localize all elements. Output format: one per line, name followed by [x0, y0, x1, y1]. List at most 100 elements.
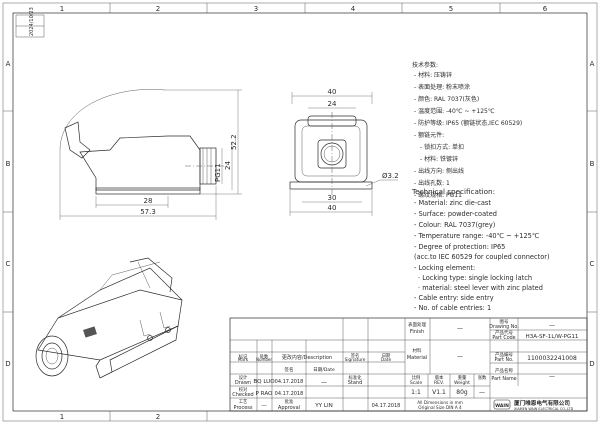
- tb-partno-cn: 产品编号: [495, 351, 513, 358]
- side-view: PG11 24 52.2 28 57.3: [59, 89, 242, 220]
- tb-company-cn: 厦门唯恩电气有限公司: [514, 399, 570, 407]
- tb-finish-en: Finish: [410, 329, 424, 335]
- tb-scale-val: 1:1: [411, 389, 421, 396]
- side-label-a-right: A: [590, 60, 595, 68]
- tb-material-en: Material: [407, 355, 427, 361]
- tb-hdr-date2: 日期/Date: [313, 367, 335, 373]
- side-label-b-right: B: [590, 160, 595, 168]
- tb-partname-cn: 产品名称: [495, 367, 513, 374]
- tb-drawn-name: BQ LUO: [253, 379, 275, 385]
- tb-hdr-sign2-cn: 签名: [284, 366, 293, 373]
- bottom-zone-label-2: 2: [156, 413, 160, 421]
- dim-pg11: PG11: [214, 163, 222, 182]
- tb-partcode-en: Part Code: [492, 335, 515, 341]
- dim-28: 28: [144, 197, 153, 205]
- tb-scale-cn: 比例: [412, 374, 421, 381]
- side-label-c: C: [6, 260, 11, 268]
- zone-label-6: 6: [543, 5, 548, 13]
- zone-label-1: 1: [60, 5, 64, 13]
- spec-en-line: - Locking element:: [414, 264, 475, 272]
- tb-hdr-mark-cn: 标记: [239, 353, 248, 360]
- spec-en-title: Technical specification:: [411, 187, 495, 196]
- spec-cn-line: - 额链元件:: [414, 131, 444, 139]
- tb-partno-en: Part No.: [495, 357, 514, 363]
- side-view-base: [95, 187, 201, 195]
- spec-cn: 技术参数: - 材料: 压铸锌 - 表面处理: 粉末喷涂 - 颜色: RAL 7…: [412, 61, 522, 199]
- tb-dim-note-2: Original Size DIN A 4: [418, 405, 462, 410]
- side-label-c-right: C: [590, 260, 595, 268]
- tb-checked-cn: 校对: [239, 386, 248, 393]
- spec-en-line: · Locking type: single locking latch: [418, 274, 532, 282]
- spec-cn-line: - 表面处理: 粉末喷涂: [414, 83, 470, 91]
- tb-checked-date: 04.17.2018: [275, 391, 304, 397]
- zone-label-3: 3: [254, 5, 258, 13]
- dim-57-3: 57.3: [140, 208, 156, 216]
- tb-hdr-qty-cn: 处数: [260, 353, 269, 360]
- tb-sheets-cn: 张数: [478, 374, 487, 381]
- tb-rev-val: V1.1: [432, 389, 446, 396]
- side-label-d-right: D: [589, 360, 594, 368]
- tb-sheets-val: —: [479, 389, 485, 396]
- tb-approval-date: 04.17.2018: [372, 403, 401, 409]
- tb-dim-note-1: All Dimensions in mm: [417, 400, 463, 405]
- tb-partno-val: 1100032241008: [527, 355, 577, 362]
- spec-cn-line: - 材料: 压铸锌: [414, 71, 452, 79]
- corner-stamp: 2024/10/23: [15, 7, 45, 38]
- spec-cn-line: - 螺纹规格: PG11: [414, 191, 462, 199]
- tb-stand-val: —: [321, 379, 327, 386]
- zone-label-5: 5: [449, 5, 453, 13]
- spec-cn-line: - 材料: 铁镀锌: [420, 155, 458, 163]
- spec-en-line: - Surface: powder-coated: [414, 210, 497, 218]
- side-view-body: [79, 135, 201, 191]
- tb-drawn-date: 04.17.2018: [275, 379, 304, 385]
- tb-partcode-val: H3A-SF-1L/W-PG11: [526, 334, 579, 340]
- side-label-d: D: [5, 360, 10, 368]
- tb-weight-en: Weight: [454, 380, 470, 386]
- spec-en-line: - Colour: RAL 7037(grey): [414, 221, 495, 229]
- spec-en-line: - Material: zinc die-cast: [414, 199, 491, 207]
- bottom-zone-label-1: 1: [60, 413, 64, 421]
- tb-finish-val: —: [457, 325, 463, 332]
- tb-rev-en: REV.: [434, 380, 444, 386]
- spec-cn-line: - 出线方向: 侧出线: [414, 167, 464, 175]
- tb-rev-cn: 版本: [435, 374, 444, 381]
- tb-approval-en: Approval: [278, 405, 300, 411]
- title-block: 表面处理 Finish — 材料 Material — 图号 Drawing N…: [229, 317, 588, 412]
- tb-dwgno-cn: 图号: [500, 319, 509, 325]
- tb-material-cn: 材料: [413, 347, 422, 354]
- spec-en-line: - Cable entry: side entry: [414, 294, 494, 302]
- tb-weight-cn: 重量: [458, 374, 467, 381]
- dim-40-top: 40: [328, 88, 337, 96]
- corner-stamp-text: 2024/10/23: [29, 7, 35, 36]
- spec-cn-line: - 防护等级: IP65 (额链状态,IEC 60529): [414, 119, 522, 127]
- tb-stand-en: Stand: [348, 380, 363, 386]
- spec-cn-line: - 出线孔数: 1: [414, 179, 450, 187]
- tb-partname-val: —: [549, 373, 555, 380]
- dim-40-bottom: 40: [328, 204, 337, 212]
- tb-company-en: XIAMEN WAIN ELECTRICAL CO.,LTD: [514, 407, 574, 411]
- spec-cn-title: 技术参数:: [412, 61, 438, 69]
- tb-dwgno-val: —: [549, 322, 555, 329]
- tb-approval-name: YY LIN: [314, 403, 333, 409]
- front-view-base: [289, 181, 373, 190]
- company-logo: [493, 399, 511, 410]
- tb-process-name: —: [261, 403, 267, 409]
- tb-scale-en: Scale: [410, 380, 423, 386]
- tb-hdr-sig-cn: 签名: [351, 352, 360, 359]
- spec-cn-line: - 颜色: RAL 7037(灰色): [414, 95, 479, 103]
- tb-stand-cn: 标准化: [349, 374, 363, 381]
- spec-en-line: (acc.to IEC 60529 for coupled connector): [414, 253, 550, 261]
- tb-hdr-date-cn: 日期: [382, 353, 391, 359]
- tb-checked-en: Checked: [232, 392, 253, 398]
- zone-label-2: 2: [156, 5, 160, 13]
- isometric-view: [35, 257, 183, 379]
- tb-partcode-cn: 产品代号: [495, 329, 513, 336]
- iso-cable-entry: [35, 335, 69, 377]
- spec-en-line: - Degree of protection: IP65: [414, 243, 505, 251]
- dim-hole-diameter: Ø3.2: [382, 172, 399, 180]
- dim-52-2: 52.2: [230, 134, 238, 150]
- top-zone-labels: 1 2 3 4 5 6: [60, 3, 548, 13]
- tb-hdr-qty-en: Number: [256, 357, 272, 362]
- spec-cn-line: - 温度范围: -40℃ ~ +125℃: [414, 107, 495, 115]
